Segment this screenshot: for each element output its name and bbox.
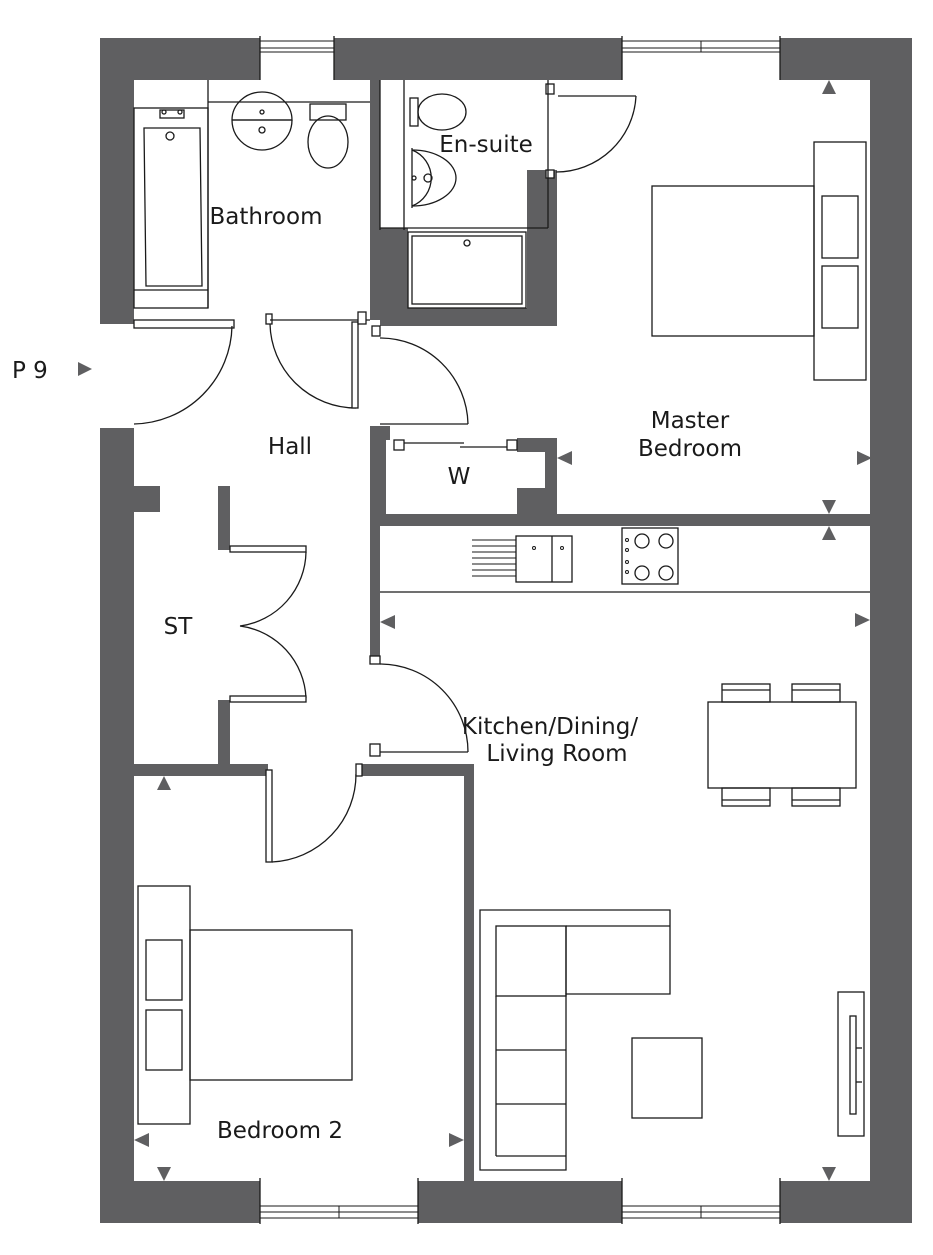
sink-icon <box>472 535 573 583</box>
door-swing-icon <box>393 439 518 451</box>
entrance-arrow-icon <box>78 362 92 376</box>
room-label-ensuite: En-suite <box>439 132 533 158</box>
wc-icon <box>379 80 549 230</box>
walls <box>100 38 912 1223</box>
room-label-wardrobe: W <box>448 464 471 490</box>
window-icon <box>621 36 781 80</box>
room-label-master-2: Bedroom <box>638 436 742 462</box>
room-label-master-1: Master <box>651 408 730 434</box>
room-label-bedroom-2: Bedroom 2 <box>217 1118 343 1144</box>
window-icon <box>259 1178 419 1224</box>
room-label-bathroom: Bathroom <box>210 204 323 230</box>
room-label-kitchen-2: Living Room <box>486 741 627 767</box>
tv-unit-icon <box>837 991 865 1137</box>
door-swing-icon <box>369 655 469 757</box>
room-label-kitchen-1: Kitchen/Dining/ <box>462 714 638 740</box>
dining-table-icon <box>707 683 857 807</box>
door-swing-icon <box>545 83 637 179</box>
basin-icon <box>411 148 457 208</box>
window-icon <box>621 1178 781 1224</box>
door-swing-icon <box>265 311 370 409</box>
door-swing-icon <box>133 319 235 425</box>
coffee-table-icon <box>631 1037 703 1119</box>
bed-icon <box>651 141 867 381</box>
basin-icon <box>231 91 293 151</box>
window-icon <box>259 36 335 80</box>
door-swing-icon <box>229 545 307 703</box>
hob-icon <box>621 527 679 585</box>
entrance-marker: P 9 <box>12 358 48 384</box>
dimension-arrow-icon <box>134 80 872 1181</box>
wc-icon <box>207 80 370 308</box>
door-swing-icon <box>265 763 363 863</box>
sofa-icon <box>479 909 671 1171</box>
shower-tray-icon <box>407 231 527 309</box>
bath-icon <box>133 107 209 309</box>
door-swing-icon <box>371 325 469 425</box>
room-label-store: ST <box>164 614 194 640</box>
bed-icon <box>137 885 353 1125</box>
room-label-hall: Hall <box>268 434 312 460</box>
